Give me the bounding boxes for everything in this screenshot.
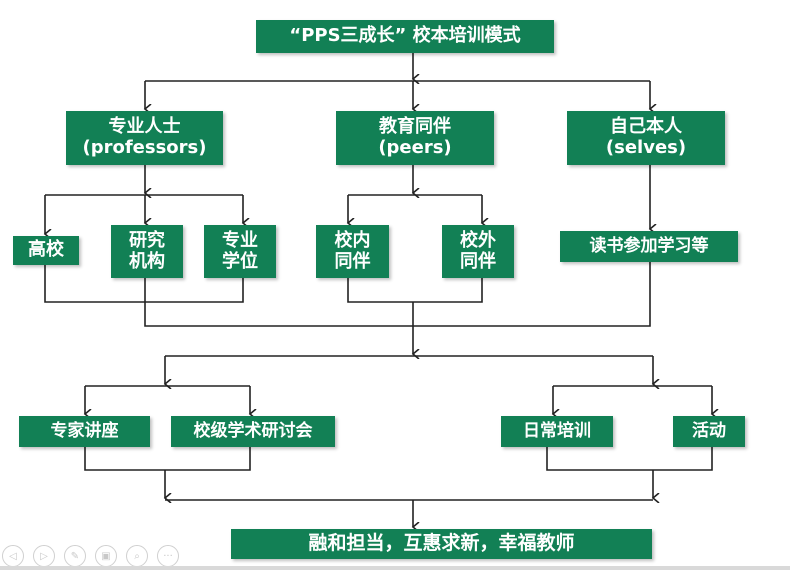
node-label: 教育同伴 xyxy=(379,116,451,138)
node-activities: 活动 xyxy=(673,416,745,447)
node-inside-peers: 校内 同伴 xyxy=(316,225,389,278)
pen-icon: ✎ xyxy=(70,550,80,562)
magnifier-icon: ⌕ xyxy=(134,550,140,562)
node-label-line1: 校外 xyxy=(460,229,496,251)
node-label: 日常培训 xyxy=(523,420,591,441)
node-outcome: 融和担当，互惠求新，幸福教师 xyxy=(231,529,652,559)
node-reading: 读书参加学习等 xyxy=(560,231,738,262)
node-sublabel: (selves) xyxy=(605,137,687,158)
node-seminar: 校级学术研讨会 xyxy=(171,416,335,447)
node-label-line2: 学位 xyxy=(222,250,258,272)
pen-button[interactable]: ✎ xyxy=(64,545,86,567)
node-label: 专家讲座 xyxy=(50,420,119,441)
title-box: “PPS三成长” 校本培训模式 xyxy=(256,20,554,53)
node-label: 高校 xyxy=(28,239,64,261)
node-label-line2: 机构 xyxy=(129,250,165,272)
next-icon: ▷ xyxy=(40,550,48,562)
node-sublabel: (peers) xyxy=(378,137,452,158)
previous-slide-button[interactable]: ◁ xyxy=(2,545,24,567)
node-sublabel: (professors) xyxy=(82,137,207,158)
outcome-text: 融和担当，互惠求新，幸福教师 xyxy=(308,532,575,555)
node-label-line1: 专业 xyxy=(222,229,258,251)
link-merge-peers xyxy=(347,278,483,303)
node-degree: 专业 学位 xyxy=(204,225,276,278)
link-merge-all xyxy=(144,262,651,327)
node-label: 读书参加学习等 xyxy=(589,235,709,256)
node-label-line2: 同伴 xyxy=(334,250,371,272)
node-research: 研究 机构 xyxy=(111,225,183,278)
node-lecture: 专家讲座 xyxy=(19,416,150,447)
node-label-line2: 同伴 xyxy=(460,250,496,272)
slides-button[interactable]: ▣ xyxy=(95,545,117,567)
node-outside-peers: 校外 同伴 xyxy=(442,225,514,278)
link-merge-professors xyxy=(44,265,244,303)
node-label: 专业人士 xyxy=(108,116,181,138)
link-merge-left xyxy=(84,447,251,471)
node-peers: 教育同伴 (peers) xyxy=(336,111,494,165)
node-label: 校级学术研讨会 xyxy=(193,420,313,441)
node-university: 高校 xyxy=(13,236,79,265)
title-text: “PPS三成长” 校本培训模式 xyxy=(289,25,521,47)
next-slide-button[interactable]: ▷ xyxy=(33,545,55,567)
slides-icon: ▣ xyxy=(101,550,111,562)
node-selves: 自己本人 (selves) xyxy=(567,111,725,165)
node-professors: 专业人士 (professors) xyxy=(66,111,223,165)
bottom-border xyxy=(0,566,790,570)
node-label: 自己本人 xyxy=(610,116,682,138)
previous-icon: ◁ xyxy=(9,550,17,562)
more-icon: ··· xyxy=(163,550,173,562)
more-button[interactable]: ··· xyxy=(157,545,179,567)
node-daily-training: 日常培训 xyxy=(501,416,613,447)
node-label: 活动 xyxy=(692,420,726,441)
link-merge-right xyxy=(546,447,713,471)
node-label-line1: 研究 xyxy=(129,229,165,251)
node-label-line1: 校内 xyxy=(334,229,371,251)
zoom-button[interactable]: ⌕ xyxy=(126,545,148,567)
